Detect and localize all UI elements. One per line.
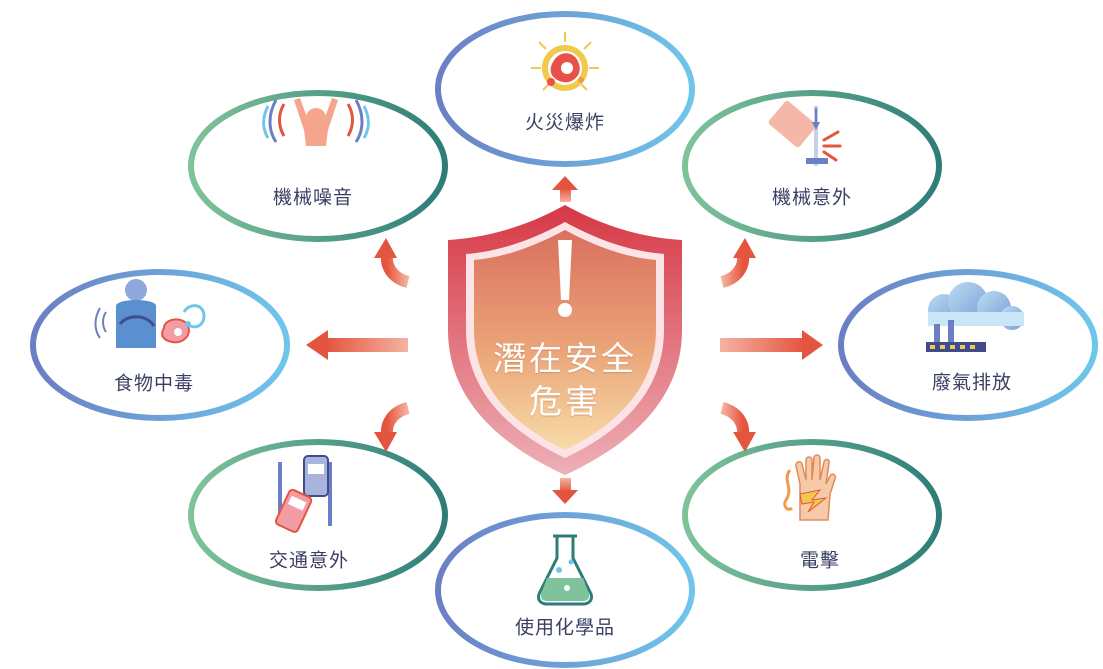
arrow-upper-left [374, 238, 410, 288]
node-machine-noise [188, 90, 448, 242]
hazard-label-machine-noise: 機械噪音 [272, 186, 354, 209]
machine-noise-icon [262, 98, 370, 146]
node-machine-accident [682, 90, 942, 242]
arrow-lower-right [720, 402, 756, 452]
hazard-label-electric-shock: 電擊 [799, 549, 841, 572]
hazard-label-fire-explosion: 火災爆炸 [524, 111, 606, 134]
traffic-accident-icon [274, 455, 332, 533]
arrow-down [552, 478, 578, 504]
arrow-upper-right [720, 238, 756, 288]
hazard-label-traffic-accident: 交通意外 [268, 549, 350, 572]
hazard-label-machine-accident: 機械意外 [771, 186, 853, 209]
hazard-label-food-poisoning: 食物中毒 [113, 372, 195, 395]
exhaust-emission-icon [926, 282, 1024, 352]
machine-accident-icon [768, 100, 842, 166]
fire-explosion-icon [531, 32, 599, 91]
arrow-up [552, 176, 578, 202]
node-food-poisoning [30, 269, 290, 421]
food-poisoning-icon [94, 279, 206, 348]
hazard-label-chemicals: 使用化學品 [514, 616, 616, 639]
hazard-label-exhaust-emission: 廢氣排放 [931, 371, 1013, 394]
arrow-right [720, 330, 823, 360]
exclamation-icon [558, 240, 572, 317]
center-title-line2: 危害 [529, 382, 601, 421]
node-traffic-accident [188, 439, 448, 591]
arrow-left [306, 330, 408, 360]
center-shield [448, 205, 682, 475]
chemical-flask-icon [537, 534, 593, 606]
electric-shock-icon [783, 454, 837, 521]
center-title-line1: 潛在安全 [493, 339, 637, 378]
arrow-lower-left [374, 402, 410, 452]
